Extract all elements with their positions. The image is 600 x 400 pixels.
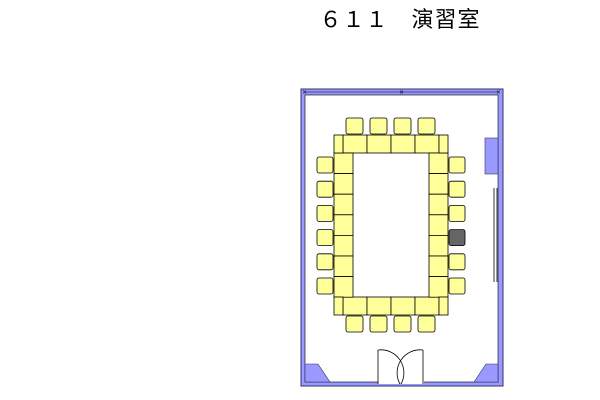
table-left	[333, 173, 354, 195]
pillar-bottom-left	[304, 363, 331, 383]
furniture	[316, 117, 466, 333]
chair-bottom	[393, 315, 412, 333]
table-right	[428, 193, 449, 216]
chair-right	[448, 253, 466, 271]
table-bottom	[390, 296, 416, 316]
table-right	[428, 276, 449, 298]
chair-bottom	[417, 315, 436, 333]
chair-right	[448, 204, 466, 222]
ceiling-mark-left: ×	[302, 89, 307, 96]
table-right	[428, 214, 449, 236]
ceiling-mark-right: ×	[496, 89, 501, 96]
table-left	[333, 234, 354, 257]
table-left	[333, 255, 354, 278]
pillar-right	[484, 137, 499, 175]
chair-top	[369, 117, 388, 135]
door-icon	[377, 349, 424, 385]
table-corner	[333, 296, 344, 316]
chair-right	[448, 277, 466, 295]
table-right	[428, 152, 449, 175]
chair-top	[417, 117, 436, 135]
table-top	[366, 134, 392, 154]
table-right	[428, 234, 449, 257]
chair-left	[316, 204, 334, 222]
table-corner	[438, 296, 449, 316]
chair-left	[316, 229, 334, 247]
table-bottom	[414, 296, 440, 316]
table-left	[333, 152, 354, 175]
table-left	[333, 193, 354, 216]
chair-top	[345, 117, 364, 135]
table-bottom	[366, 296, 392, 316]
chair-left	[316, 180, 334, 198]
table-top	[390, 134, 416, 154]
table-left	[333, 276, 354, 298]
table-left	[333, 214, 354, 236]
chair-bottom	[345, 315, 364, 333]
chair-left	[316, 253, 334, 271]
table-right	[428, 255, 449, 278]
chair-left	[316, 277, 334, 295]
chair-top	[393, 117, 412, 135]
table-corner	[333, 134, 344, 154]
chair-left	[316, 156, 334, 174]
room-title: ６１１ 演習室	[319, 8, 481, 33]
table-top	[414, 134, 440, 154]
pillar-bottom-right	[473, 363, 499, 383]
ceiling-mark-mid: ×	[399, 89, 404, 96]
chair-right	[448, 156, 466, 174]
table-bottom	[342, 296, 368, 316]
chair-right-occupied	[448, 229, 466, 247]
table-top	[342, 134, 368, 154]
table-right	[428, 173, 449, 195]
table-corner	[438, 134, 449, 154]
chair-right	[448, 180, 466, 198]
chair-bottom	[369, 315, 388, 333]
